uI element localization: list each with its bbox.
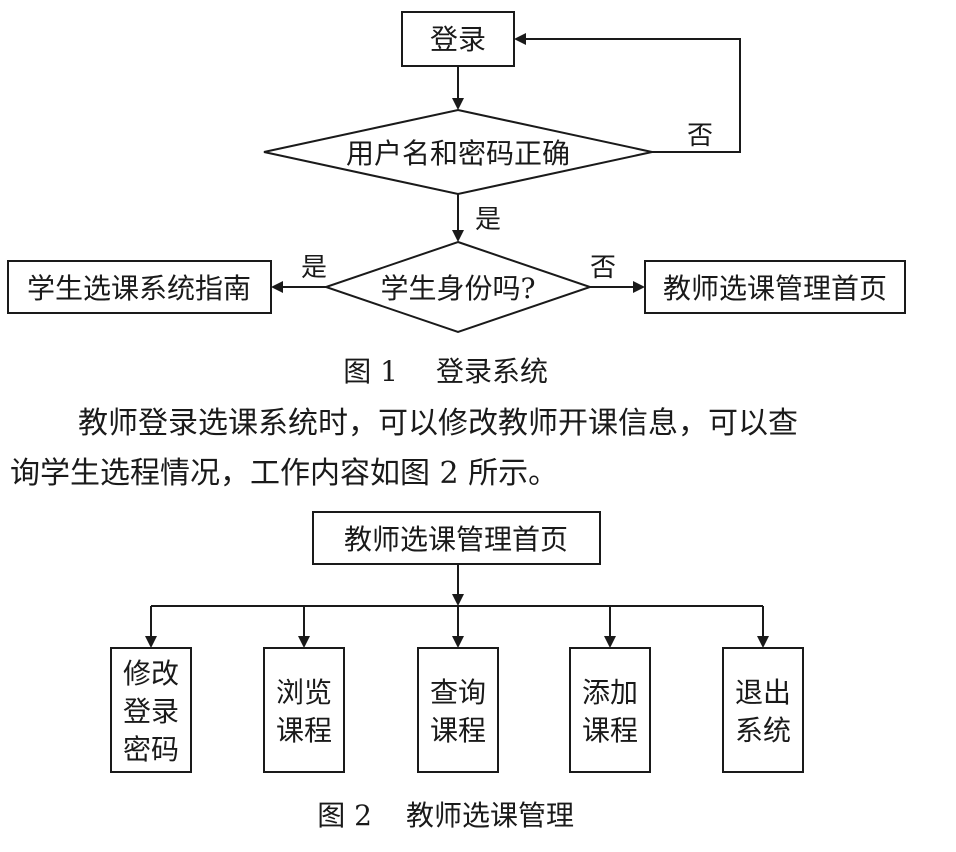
login-label: 登录 (430, 23, 486, 56)
child-5-line-2: 系统 (735, 714, 791, 747)
child-3-line-1: 查询 (430, 676, 486, 709)
figure-2-caption-text: 教师选课管理 (406, 799, 574, 832)
root-box (312, 511, 601, 565)
retry-no-label: 否 (687, 121, 713, 151)
child-box-3 (417, 647, 499, 773)
figure-1-caption-number: 图 1 (343, 355, 398, 388)
student-page-box (7, 260, 272, 314)
teacher-no-label: 否 (590, 253, 616, 283)
child-5-line-1: 退出 (735, 676, 791, 709)
child-2-line-1: 浏览 (276, 676, 332, 709)
teacher-page-label: 教师选课管理首页 (663, 272, 887, 305)
body-paragraph: 教师登录选课系统时，可以修改教师开课信息，可以查 询学生选程情况，工作内容如图 … (10, 399, 946, 499)
child-box-5 (722, 647, 804, 773)
student-yes-label: 是 (301, 253, 327, 283)
child-1-line-1: 修改 (123, 657, 179, 690)
child-box-2 (263, 647, 345, 773)
role-label: 学生身份吗? (380, 272, 535, 305)
credentials-yes-label: 是 (475, 205, 501, 235)
figure-2-caption-number: 图 2 (317, 799, 372, 832)
child-4-line-1: 添加 (582, 676, 638, 709)
child-4-line-2: 课程 (582, 714, 638, 747)
teacher-page-box (644, 260, 906, 314)
child-2-line-2: 课程 (276, 714, 332, 747)
child-3-line-2: 课程 (430, 714, 486, 747)
login-box (401, 11, 515, 67)
arrow-retry-loop (514, 33, 741, 153)
student-page-label: 学生选课系统指南 (27, 272, 251, 305)
role-decision (322, 240, 594, 334)
paragraph-line-1-text: 教师登录选课系统时，可以修改教师开课信息，可以查 (78, 406, 798, 441)
paragraph-line-2-text: 询学生选程情况，工作内容如图 2 所示。 (10, 456, 559, 491)
figure-1-login-flowchart (7, 11, 906, 334)
figure-2-teacher-tree (110, 511, 804, 773)
paragraph-line-1: 教师登录选课系统时，可以修改教师开课信息，可以查 (10, 399, 946, 449)
credentials-label: 用户名和密码正确 (346, 137, 570, 170)
child-box-4 (569, 647, 651, 773)
figure-1-caption-text: 登录系统 (436, 355, 548, 388)
paragraph-line-2: 询学生选程情况，工作内容如图 2 所示。 (10, 449, 946, 499)
root-label: 教师选课管理首页 (344, 523, 568, 556)
child-1-line-3: 密码 (123, 733, 179, 766)
child-box-1 (110, 647, 192, 773)
child-1-line-2: 登录 (123, 695, 179, 728)
